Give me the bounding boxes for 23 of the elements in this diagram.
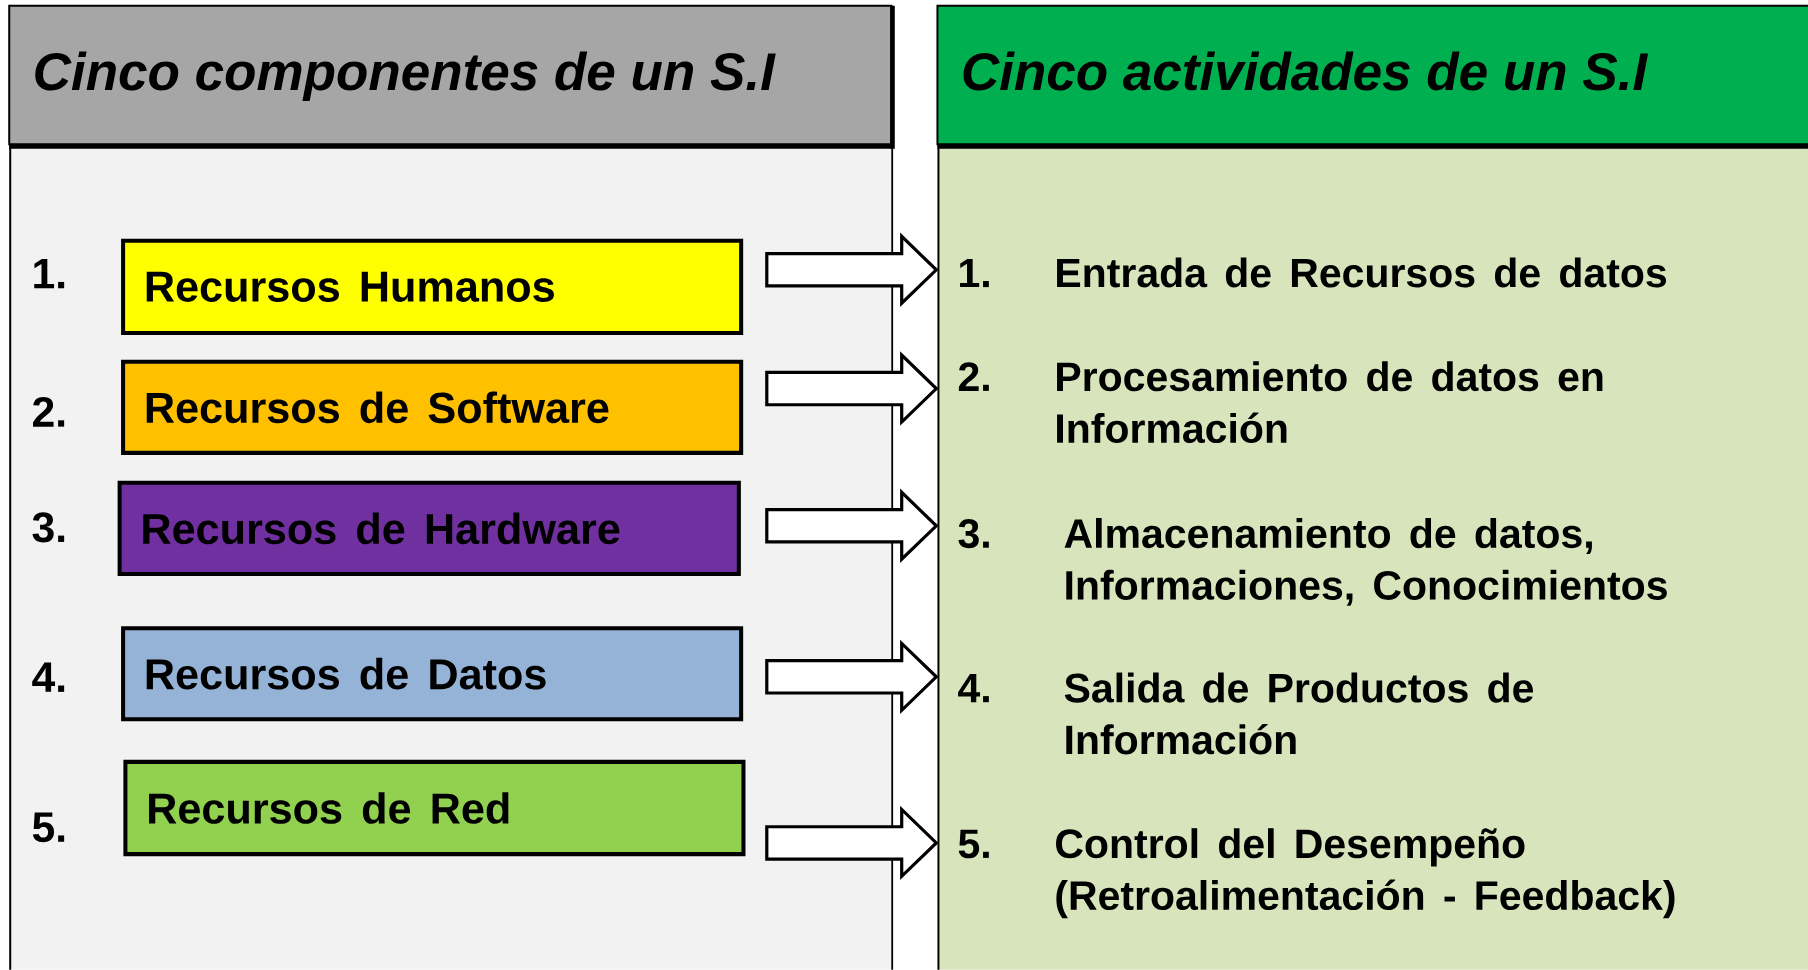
list-number: 5. (32, 812, 65, 843)
panel-heading: Cinco componentes de un S.I (35, 51, 776, 102)
activity-item: 1. Entrada de Recursos de datos (960, 257, 1667, 288)
block-arrow (765, 805, 939, 881)
resource-box: Recursos de Hardware (117, 480, 741, 577)
list-number: 2. (33, 397, 65, 427)
resource-box: Recursos de Software (121, 359, 744, 455)
activity-item: 2. Procesamiento de datos en Información (958, 361, 1603, 444)
resource-box: Recursos Humanos (121, 238, 744, 336)
block-arrow (765, 488, 939, 564)
resource-box: Recursos de Datos (121, 626, 744, 722)
panel (936, 4, 1808, 970)
list-number: 4. (32, 662, 65, 692)
block-arrow (765, 639, 939, 715)
resource-box: Recursos de Red (123, 760, 746, 857)
panel-heading: Cinco actividades de un S.I (963, 51, 1649, 91)
activity-item: 3. Almacenamiento de datos, Informaciones, Conocimientos (958, 518, 1667, 606)
list-number: 3. (32, 512, 65, 543)
activity-item: 4. Salida de Productos de Información (958, 672, 1533, 755)
block-arrow (765, 232, 939, 308)
block-arrow (765, 351, 939, 426)
list-number: 1. (34, 259, 65, 289)
activity-item: 5. Control del Desempeño (Retroalimentación - Feedback) (958, 828, 1675, 919)
